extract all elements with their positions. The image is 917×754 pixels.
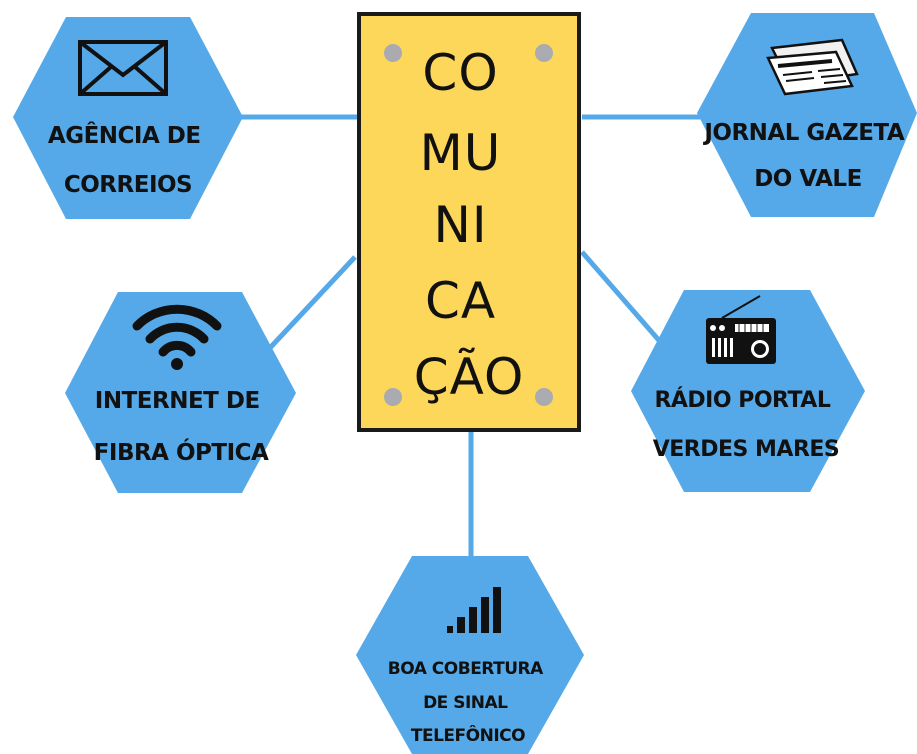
center-card: CO MU NI CA ÇÃO xyxy=(357,12,581,432)
center-title-line: NI xyxy=(433,196,487,254)
node-label-line: AGÊNCIA DE xyxy=(48,121,201,149)
center-title-line: CA xyxy=(425,272,496,330)
node-jornal: JORNAL GAZETA DO VALE xyxy=(697,13,917,217)
hexagon xyxy=(65,292,296,493)
wifi-icon xyxy=(132,304,222,370)
node-label-line: CORREIOS xyxy=(64,172,192,198)
node-label: BOA COBERTURA DE SINAL TELEFÔNICO xyxy=(388,659,548,746)
node-radio: RÁDIO PORTAL VERDES MARES xyxy=(631,290,865,492)
node-label: RÁDIO PORTAL VERDES MARES xyxy=(653,387,840,462)
hexagon xyxy=(13,17,243,219)
signal-bars-icon xyxy=(447,587,501,633)
node-label-line: RÁDIO PORTAL xyxy=(654,387,830,413)
node-correios: AGÊNCIA DE CORREIOS xyxy=(13,17,243,219)
node-label: AGÊNCIA DE CORREIOS xyxy=(48,121,208,198)
connector-internet xyxy=(266,255,357,352)
node-label: INTERNET DE FIBRA ÓPTICA xyxy=(94,388,269,466)
connector-radio xyxy=(580,250,665,347)
center-card-background xyxy=(357,12,581,432)
node-label-line: DE SINAL xyxy=(423,693,508,713)
connectors xyxy=(236,114,700,556)
node-label-line: DO VALE xyxy=(754,166,862,192)
node-internet: INTERNET DE FIBRA ÓPTICA xyxy=(65,292,296,493)
node-label-line: TELEFÔNICO xyxy=(411,724,525,746)
center-title: CO MU NI CA ÇÃO xyxy=(414,44,525,406)
node-label-line: VERDES MARES xyxy=(653,437,840,462)
hexagon xyxy=(631,290,865,492)
hexagon xyxy=(356,556,584,754)
node-sinal: BOA COBERTURA DE SINAL TELEFÔNICO xyxy=(356,556,584,754)
hexagon xyxy=(697,13,917,217)
center-title-line: MU xyxy=(420,124,502,182)
node-label-line: INTERNET DE xyxy=(95,388,260,414)
radio-icon xyxy=(706,295,776,364)
node-label-line: JORNAL GAZETA xyxy=(702,120,905,146)
node-label-line: FIBRA ÓPTICA xyxy=(94,438,269,466)
pin xyxy=(384,44,402,62)
envelope-icon xyxy=(78,40,168,96)
center-title-line: CO xyxy=(422,44,498,102)
pin xyxy=(535,44,553,62)
node-label: JORNAL GAZETA DO VALE xyxy=(702,120,911,192)
pin xyxy=(384,388,402,406)
center-title-line: ÇÃO xyxy=(414,348,525,406)
pin xyxy=(535,388,553,406)
node-label-line: BOA COBERTURA xyxy=(388,659,544,679)
newspaper-icon xyxy=(766,38,859,96)
